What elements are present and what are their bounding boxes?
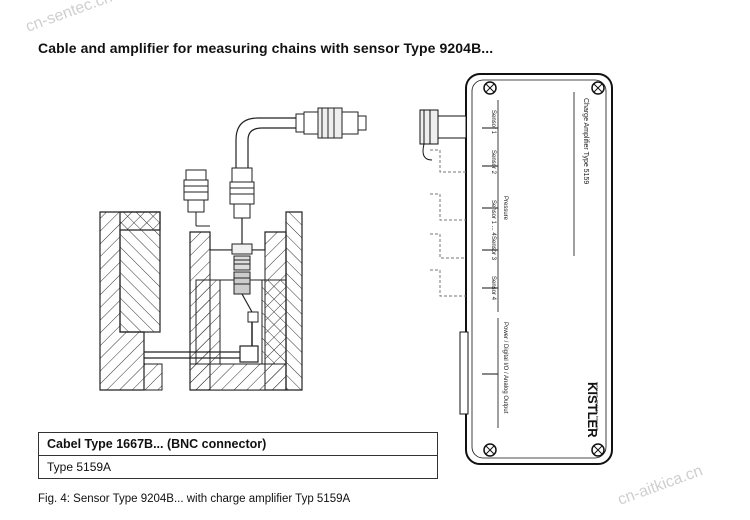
page-title: Cable and amplifier for measuring chains…	[38, 40, 494, 56]
mounting-block	[99, 211, 303, 391]
port-label-sensor-1: Sensor 1	[490, 110, 496, 135]
port-label-sensor-4: Sensor 4	[490, 276, 496, 301]
amplifier-name-label: Charge Amplifier Type 5159	[582, 98, 589, 184]
table-header-row: Cabel Type 1667B... (BNC connector)	[38, 432, 438, 456]
port-label-sensor-2: Sensor 2	[490, 150, 496, 175]
port-label-sensor-3: Sensor 3	[490, 236, 496, 261]
sensor-tube	[144, 311, 259, 363]
table-row: Type 5159A	[38, 455, 438, 479]
watermark-top: cn-sentec.cn	[24, 0, 115, 36]
port-label-sensor-1-4: Sensor 1 ... 4	[490, 200, 496, 236]
protective-cap	[183, 169, 210, 227]
sensor-9204b	[210, 232, 265, 313]
cable-connector	[229, 117, 300, 232]
cable-spec-table: Cabel Type 1667B... (BNC connector) Type…	[38, 432, 438, 479]
power-io-label: Power / Digital I/O / Analog Output	[502, 322, 508, 414]
port-label-pressure: Pressure	[502, 196, 508, 221]
charge-amplifier: Sensor 1 Sensor 2 Pressure Sensor 1 ... …	[419, 73, 613, 465]
amplifier-type-cell: Type 5159A	[38, 455, 438, 479]
kistler-logo: KISTLER	[585, 382, 600, 438]
kistler-tagline: measure. analyze. innovate.	[595, 382, 600, 432]
watermark-bottom: cn-aitkica.cn	[616, 462, 705, 508]
figure-caption: Fig. 4: Sensor Type 9204B... with charge…	[38, 493, 351, 505]
screw-icon	[483, 81, 605, 457]
cable-type-cell: Cabel Type 1667B... (BNC connector)	[38, 432, 438, 456]
bnc-connector	[295, 107, 367, 139]
